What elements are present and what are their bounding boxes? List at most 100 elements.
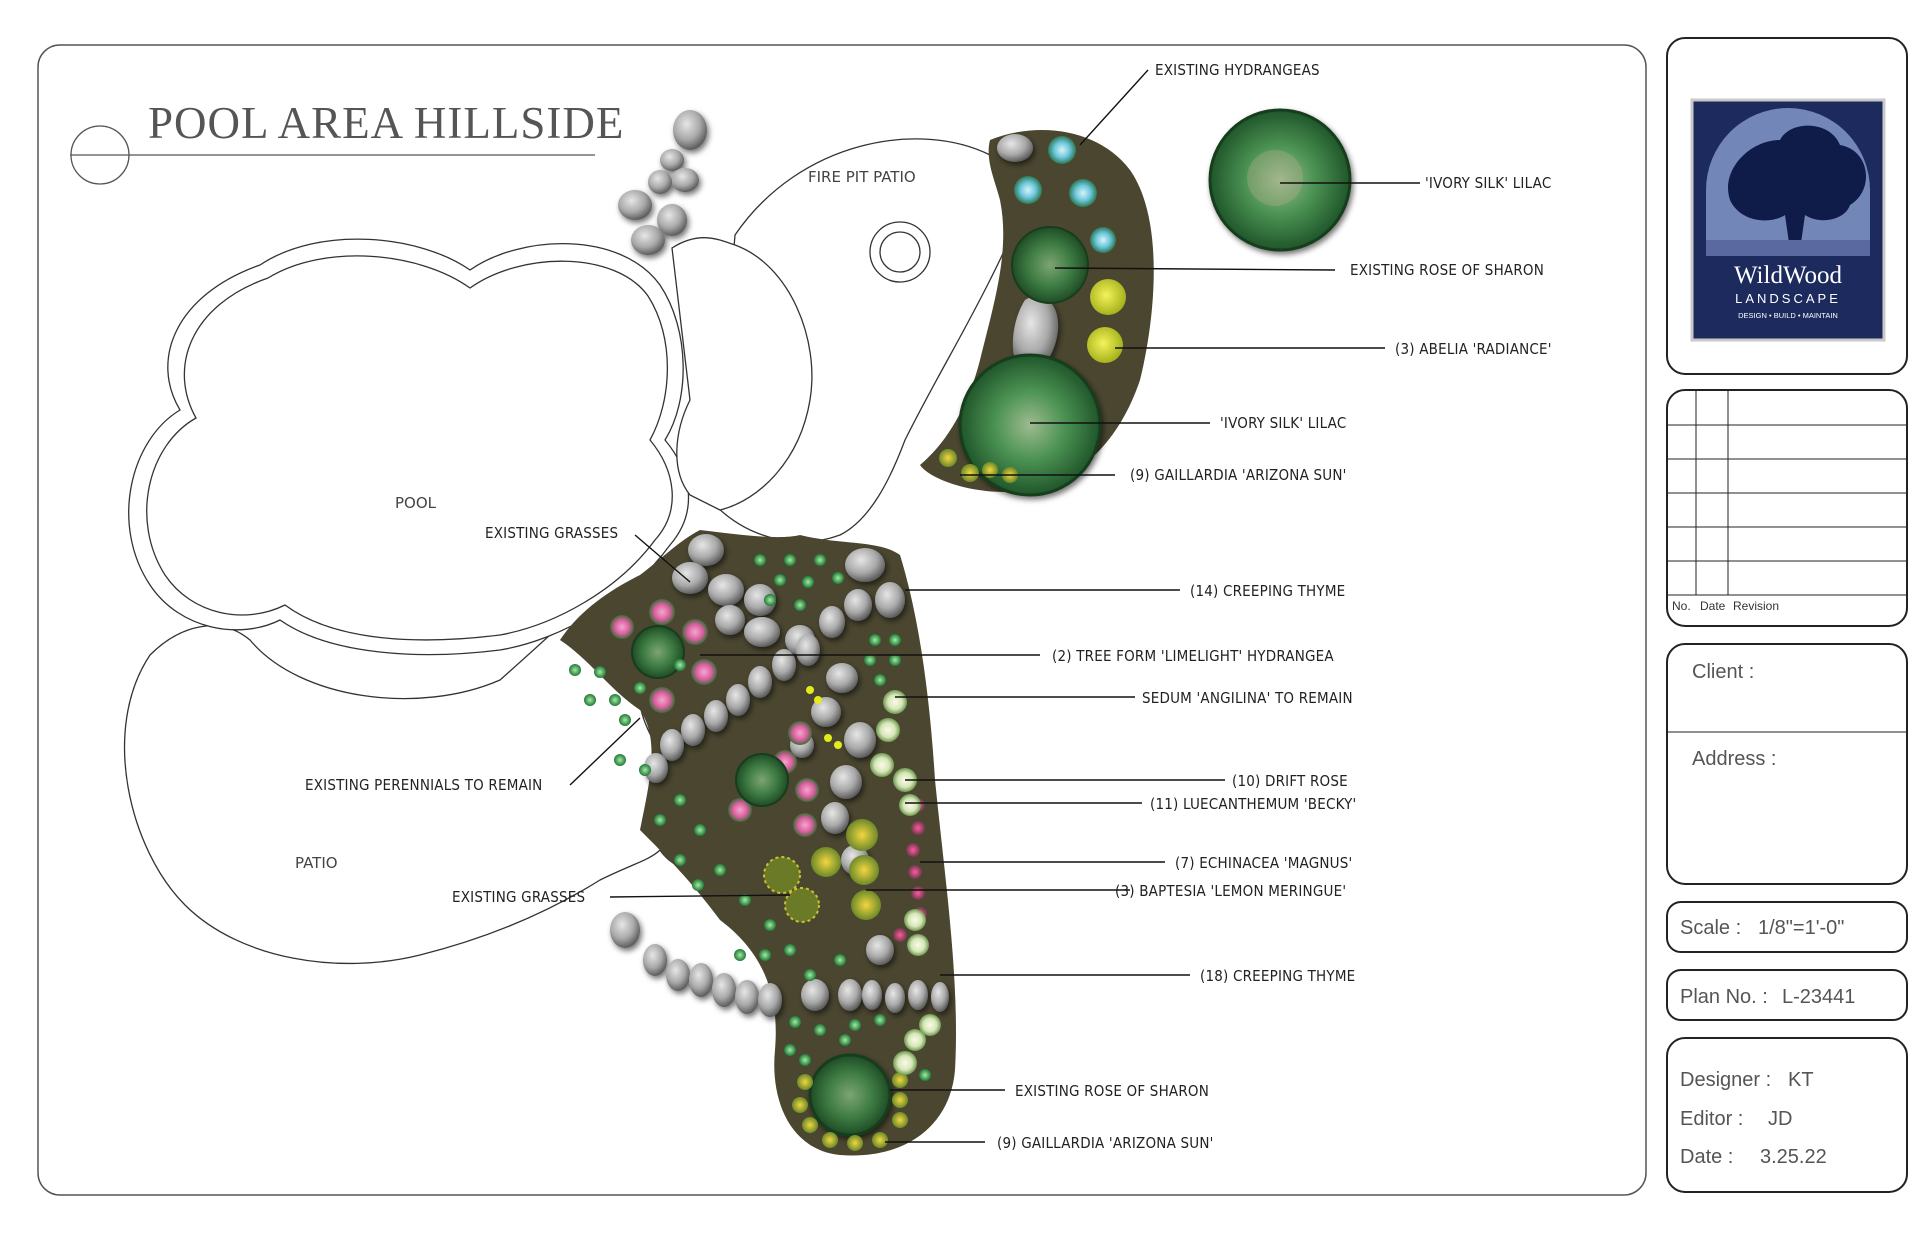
client-panel [1666,643,1908,885]
thyme-plant [584,694,596,706]
date-label: Date : [1680,1146,1733,1168]
logo-tagline: DESIGN • BUILD • MAINTAIN [1738,311,1838,320]
label-abelia: (3) ABELIA 'RADIANCE' [1395,340,1552,358]
label-existing-rose-of-sharon-1: EXISTING ROSE OF SHARON [1350,261,1544,279]
thyme-plant [802,576,814,588]
fire-pit-patio-label: FIRE PIT PATIO [808,168,916,186]
thyme-plant [764,594,776,606]
thyme-plant [674,659,686,671]
lower-bed-plants [610,599,941,1151]
label-limelight: (2) TREE FORM 'LIMELIGHT' HYDRANGEA [1052,647,1334,665]
rev-revision: Revision [1733,599,1779,613]
thyme-plant [654,814,666,826]
thyme-plant [609,694,621,706]
thyme-plant [694,824,706,836]
label-creeping-thyme-18: (18) CREEPING THYME [1200,967,1355,985]
title-block: WildWood LANDSCAPE DESIGN • BUILD • MAIN… [1666,37,1908,1193]
label-luecanthemum: (11) LUECANTHEMUM 'BECKY' [1150,795,1356,813]
label-ivory-silk-lilac-1: 'IVORY SILK' LILAC [1425,174,1551,192]
fire-pit-inner [879,231,921,273]
thyme-plant [754,554,766,566]
thyme-plant [774,574,786,586]
thyme-plant [619,714,631,726]
logo-sub: LANDSCAPE [1735,291,1841,306]
thyme-plant [789,1016,801,1028]
label-drift-rose: (10) DRIFT ROSE [1232,772,1348,790]
drawing-border [37,44,1647,1196]
thyme-plant [784,944,796,956]
plan-no-value: L-23441 [1782,986,1855,1008]
plan-no-panel [1666,969,1908,1021]
label-ivory-silk-lilac-2: 'IVORY SILK' LILAC [1220,414,1346,432]
thyme-plant [734,949,746,961]
thyme-plant [874,1014,886,1026]
thyme-plant [674,854,686,866]
plant-labels: EXISTING HYDRANGEAS 'IVORY SILK' LILAC E… [305,61,1552,1152]
thyme-plant [784,554,796,566]
client-label: Client : [1692,661,1754,683]
revision-table [1666,389,1908,627]
thyme-plant [784,1044,796,1056]
label-existing-grasses-2: EXISTING GRASSES [452,888,585,906]
page-title: POOL AREA HILLSIDE [148,98,624,148]
thyme-plant [889,634,901,646]
thyme-plant [874,674,886,686]
label-existing-rose-of-sharon-2: EXISTING ROSE OF SHARON [1015,1082,1209,1100]
thyme-plant [869,634,881,646]
scale-value: 1/8"=1'-0" [1758,917,1844,939]
leader-lines [569,69,1420,1143]
label-creeping-thyme-14: (14) CREEPING THYME [1190,582,1345,600]
upper-bed-plants [939,136,1126,497]
thyme-plant [814,1024,826,1036]
rev-no: No. [1672,599,1691,613]
pool-deck-curve [671,237,813,511]
address-label: Address : [1692,748,1776,770]
scale-panel [1666,901,1908,953]
thyme-plant [614,754,626,766]
thyme-plant [919,1069,931,1081]
designer-label: Designer : [1680,1069,1771,1091]
label-baptesia: (3) BAPTESIA 'LEMON MERINGUE' [1115,882,1346,900]
editor-label: Editor : [1680,1108,1743,1130]
thyme-plant [799,1054,811,1066]
scale-label: Scale : [1680,917,1741,939]
label-existing-hydrangeas: EXISTING HYDRANGEAS [1155,61,1320,79]
thyme-plant [849,1019,861,1031]
date-value: 3.25.22 [1760,1146,1827,1168]
thyme-plant [864,654,876,666]
thyme-plant [839,1034,851,1046]
thyme-plant [714,864,726,876]
pool-water [146,255,673,641]
plan-no-label: Plan No. : [1680,986,1768,1008]
thyme-plant [832,572,844,584]
thyme-plant [794,599,806,611]
label-sedum: SEDUM 'ANGILINA' TO REMAIN [1142,689,1353,707]
label-echinacea: (7) ECHINACEA 'MAGNUS' [1175,854,1352,872]
thyme-plant [814,554,826,566]
thyme-plant [674,794,686,806]
editor-value: JD [1768,1108,1792,1130]
thyme-plant [634,682,646,694]
thyme-plant [889,654,901,666]
thyme-plant [834,954,846,966]
label-existing-perennials: EXISTING PERENNIALS TO REMAIN [305,776,542,794]
label-gaillardia-1: (9) GAILLARDIA 'ARIZONA SUN' [1130,466,1347,484]
thyme-plant [739,894,751,906]
boulders [610,110,1059,1017]
patio-label: PATIO [295,854,338,872]
label-existing-grasses-1: EXISTING GRASSES [485,524,618,542]
rev-date: Date [1700,599,1726,613]
thyme-plant [804,969,816,981]
thyme-plant [764,919,776,931]
thyme-plant [759,949,771,961]
credits-panel [1666,1037,1908,1193]
thyme-plant [692,879,704,891]
designer-value: KT [1788,1069,1814,1091]
thyme-plant [569,664,581,676]
pool-label: POOL [395,494,437,512]
creeping-thyme-group [569,554,931,1081]
lilac-legend-symbol [1208,108,1352,252]
logo-name: WildWood [1734,262,1843,289]
thyme-plant [594,666,606,678]
